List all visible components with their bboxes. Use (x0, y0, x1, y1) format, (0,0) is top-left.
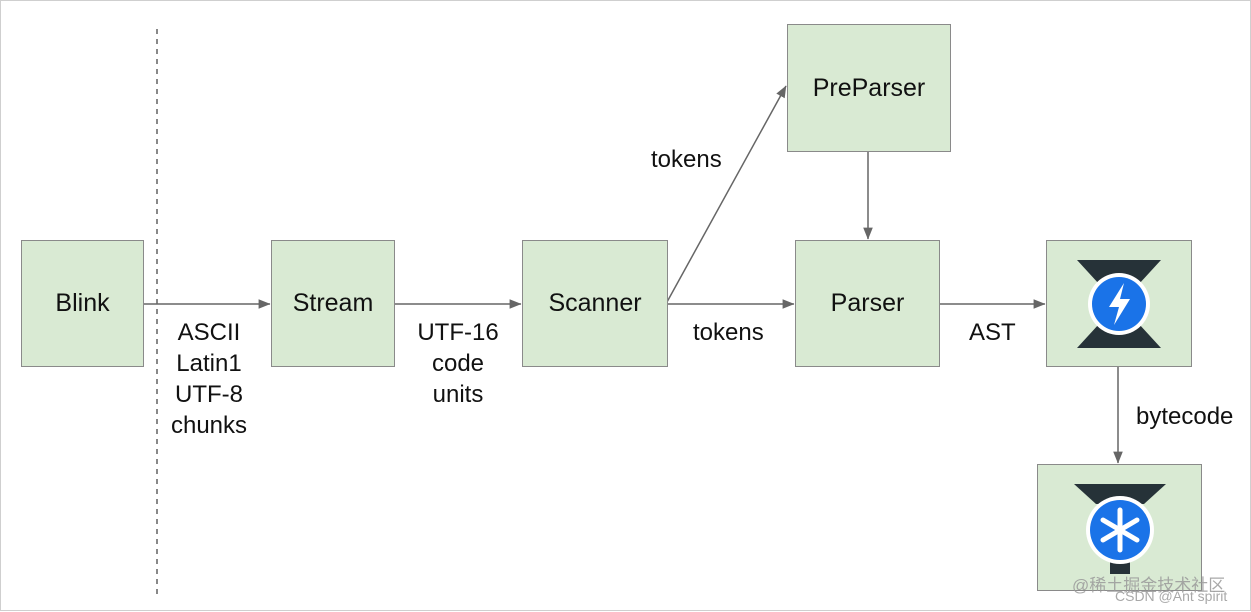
preparser-label: PreParser (812, 73, 926, 102)
watermark-line-2: CSDN @Ant spirit (1115, 588, 1228, 604)
scanner-label: Scanner (548, 289, 642, 317)
code-units-line: UTF-16 (417, 319, 499, 346)
turbofan-icon (1073, 483, 1166, 574)
blink-label: Blink (55, 289, 110, 317)
tokens-label-lower: tokens (693, 319, 764, 346)
ast-label: AST (969, 319, 1016, 346)
code-units-label: UTF-16 code units (403, 317, 513, 410)
parser-node: Parser (795, 240, 940, 367)
encoding-line: Latin1 (176, 350, 242, 377)
ignition-node (1046, 240, 1192, 367)
watermark-line-1: @稀土掘金技术社区 (1072, 576, 1226, 595)
blink-node: Blink (21, 240, 144, 367)
encoding-line: chunks (170, 412, 248, 439)
stream-node: Stream (271, 240, 395, 367)
code-units-line: code (431, 350, 485, 377)
parser-label: Parser (830, 289, 905, 317)
code-units-line: units (432, 381, 484, 408)
encoding-line: ASCII (177, 319, 241, 346)
encoding-label: ASCII Latin1 UTF-8 chunks (157, 317, 261, 441)
turbofan-node (1037, 464, 1202, 591)
bytecode-label: bytecode (1136, 403, 1234, 430)
encoding-line: UTF-8 (175, 381, 243, 408)
scanner-node: Scanner (522, 240, 668, 367)
stream-label: Stream (292, 289, 374, 317)
preparser-node: PreParser (787, 24, 951, 152)
ignition-icon (1077, 259, 1161, 348)
tokens-label-upper: tokens (651, 146, 722, 173)
arrow-scanner-preparser (666, 85, 787, 303)
